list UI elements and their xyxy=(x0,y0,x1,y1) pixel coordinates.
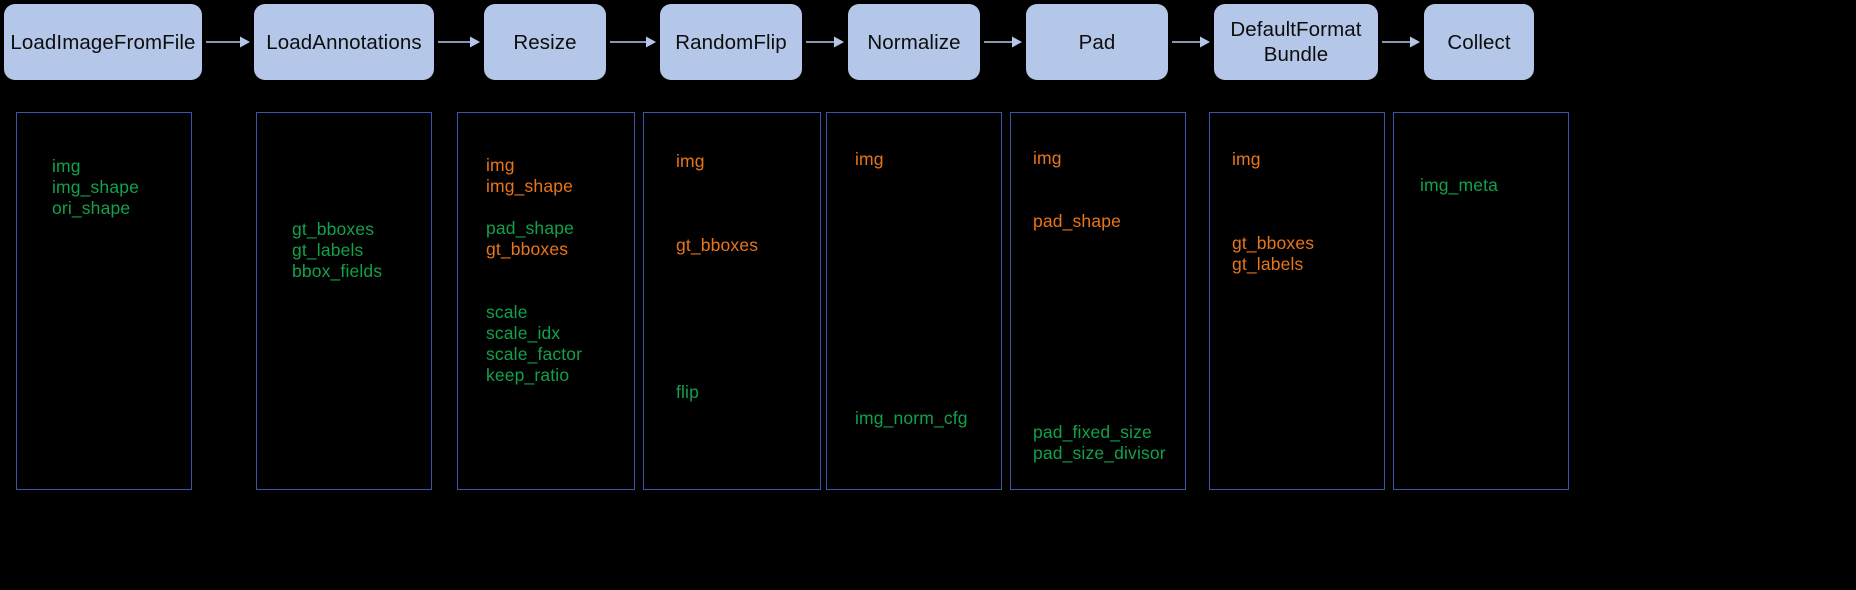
key-bbox-fields: bbox_fields xyxy=(292,261,383,281)
key-img-shape: img_shape xyxy=(52,177,139,197)
key-img: img xyxy=(855,149,884,169)
col-normalize: img img_norm_cfg xyxy=(826,112,1002,490)
key-keep-ratio: keep_ratio xyxy=(486,365,570,385)
key-gt-bboxes: gt_bboxes xyxy=(676,235,759,255)
key-img: img xyxy=(486,155,515,175)
key-img: img xyxy=(52,156,81,176)
key-pad-shape: pad_shape xyxy=(1033,211,1121,231)
key-scale-idx: scale_idx xyxy=(486,323,561,343)
key-img-shape: img_shape xyxy=(486,176,573,196)
stage-label: LoadAnnotations xyxy=(266,30,422,54)
key-ori-shape: ori_shape xyxy=(52,198,131,218)
stage-box-collect[interactable]: Collect xyxy=(1424,4,1534,80)
stage-box-load-image-from-file[interactable]: LoadImageFromFile xyxy=(4,4,202,80)
stage-label: RandomFlip xyxy=(675,30,787,54)
stage-box-default-format-bundle[interactable]: DefaultFormat Bundle xyxy=(1214,4,1378,80)
stage-label: Normalize xyxy=(867,30,961,54)
key-img: img xyxy=(1033,148,1062,168)
key-list: img_meta xyxy=(1394,113,1568,489)
stage-box-load-annotations[interactable]: LoadAnnotations xyxy=(254,4,434,80)
key-img: img xyxy=(1232,149,1261,169)
key-img-norm-cfg: img_norm_cfg xyxy=(855,408,968,428)
key-scale: scale xyxy=(486,302,528,322)
key-gt-bboxes: gt_bboxes xyxy=(1232,233,1315,253)
key-pad-shape: pad_shape xyxy=(486,218,574,238)
stage-label: Pad xyxy=(1078,30,1116,54)
key-img-meta: img_meta xyxy=(1420,175,1499,195)
stage-label: LoadImageFromFile xyxy=(10,30,196,54)
key-flip: flip xyxy=(676,382,699,402)
col-collect: img_meta xyxy=(1393,112,1569,490)
stage-box-resize[interactable]: Resize xyxy=(484,4,606,80)
key-gt-labels: gt_labels xyxy=(292,240,364,260)
stage-box-normalize[interactable]: Normalize xyxy=(848,4,980,80)
key-gt-labels: gt_labels xyxy=(1232,254,1304,274)
key-pad-size-divisor: pad_size_divisor xyxy=(1033,443,1166,463)
key-pad-fixed-size: pad_fixed_size xyxy=(1033,422,1152,442)
key-list: img img_norm_cfg xyxy=(827,113,1001,489)
stage-label: DefaultFormat Bundle xyxy=(1230,18,1362,66)
key-gt-bboxes: gt_bboxes xyxy=(486,239,569,259)
stage-box-pad[interactable]: Pad xyxy=(1026,4,1168,80)
key-scale-factor: scale_factor xyxy=(486,344,583,364)
pipeline-stage-row: LoadImageFromFile LoadAnnotations Resize Ra… xyxy=(0,0,1856,100)
stage-label: Collect xyxy=(1447,30,1511,54)
key-img: img xyxy=(676,151,705,171)
stage-box-random-flip[interactable]: RandomFlip xyxy=(660,4,802,80)
key-gt-bboxes: gt_bboxes xyxy=(292,219,375,239)
stage-label: Resize xyxy=(513,30,577,54)
